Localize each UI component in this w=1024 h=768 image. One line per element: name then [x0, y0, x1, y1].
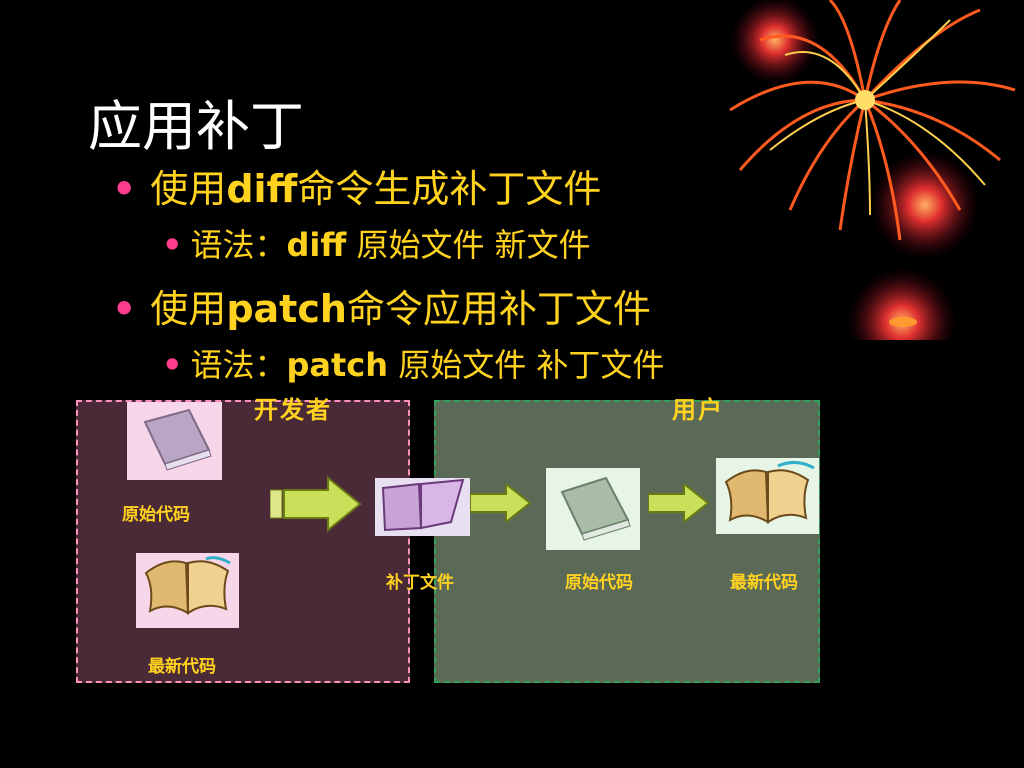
syntax-label: 语法： [190, 226, 287, 264]
developer-latest-label: 最新代码 [148, 657, 216, 677]
bullet-diff: • 使用diff命令生成补丁文件 [112, 158, 601, 213]
arrow-right-icon [470, 484, 532, 522]
glow-core [889, 317, 917, 327]
syntax-patch: •语法：patch 原始文件 补丁文件 [162, 340, 664, 386]
fireworks-decoration [729, 0, 1016, 340]
firework-core [855, 90, 875, 110]
bullet-text: 使用 [150, 287, 227, 331]
developer-original-label: 原始代码 [122, 505, 190, 525]
command-keyword: patch [226, 287, 347, 331]
latest-code-book-icon [136, 553, 239, 628]
glow-orb [847, 267, 957, 340]
glow-orb [870, 150, 980, 260]
bullet-text: 使用 [150, 167, 227, 211]
bullet-dot-icon: • [112, 287, 137, 331]
syntax-diff: •语法：diff 原始文件 新文件 [162, 220, 591, 266]
command-keyword: diff [286, 226, 347, 264]
user-patch-label: 补丁文件 [386, 573, 454, 593]
original-code-icon [546, 468, 640, 550]
bullet-patch: • 使用patch命令应用补丁文件 [112, 278, 651, 333]
command-keyword: diff [226, 167, 298, 211]
bullet-dot-icon: • [112, 167, 137, 211]
bullet-dot-icon: • [162, 346, 183, 384]
syntax-args: 原始文件 新文件 [356, 226, 591, 264]
patch-file-icon [375, 478, 470, 536]
latest-code-book-icon [716, 458, 819, 534]
bullet-dot-icon: • [162, 226, 183, 264]
slide-title: 应用补丁 [88, 95, 304, 158]
arrow-right-icon [648, 484, 710, 522]
glow-orb [730, 0, 820, 85]
user-title: 用户 [672, 396, 724, 424]
developer-title: 开发者 [254, 396, 332, 424]
original-code-icon [127, 402, 222, 480]
syntax-args: 原始文件 补丁文件 [398, 346, 665, 384]
arrow-right-icon [270, 476, 362, 532]
bullet-text: 命令应用补丁文件 [346, 287, 651, 331]
bullet-text: 命令生成补丁文件 [297, 167, 602, 211]
user-original-label: 原始代码 [565, 573, 633, 593]
syntax-label: 语法： [190, 346, 287, 384]
command-keyword: patch [286, 346, 389, 384]
user-latest-label: 最新代码 [730, 573, 798, 593]
